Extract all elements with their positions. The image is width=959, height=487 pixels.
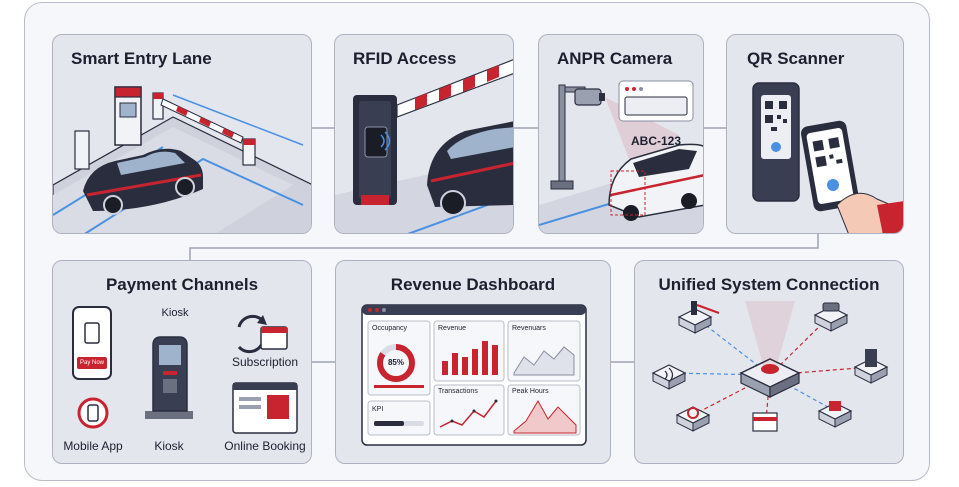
panel-payment-channels: Payment Channels [52, 260, 312, 464]
panel-qr-scanner: QR Scanner [726, 34, 904, 234]
subscription-icon [237, 314, 288, 354]
card-node-icon [752, 412, 778, 432]
camera-node-icon [813, 302, 849, 332]
panel-title: Smart Entry Lane [71, 49, 212, 68]
card-occupancy-title: Occupancy [372, 325, 408, 332]
panel-anpr-camera: ANPR Camera [538, 34, 704, 234]
panel-title: Unified System Connection [658, 275, 880, 294]
subscription-label: Subscription [231, 355, 299, 369]
kiosk-label: Kiosk [154, 439, 184, 453]
panel-title: Payment Channels [105, 275, 259, 294]
license-plate-text: ABC-123 [630, 134, 681, 148]
car-icon [608, 143, 703, 221]
panel-unified-system-connection: Unified System Connection [634, 260, 904, 464]
barrier-node-icon [677, 301, 720, 334]
revenue-bars [442, 341, 498, 375]
pay-now-button[interactable]: Pay Now [79, 360, 104, 366]
qr-kiosk-icon [752, 82, 800, 202]
panel-smart-entry-lane: Smart Entry Lane [52, 34, 312, 234]
kiosk-icon [145, 336, 193, 419]
rfid-node-icon [651, 364, 687, 390]
panel-title: Revenue Dashboard [390, 275, 556, 294]
online-booking-icon [232, 382, 298, 434]
transactions-line [439, 400, 497, 428]
plate-popup [618, 80, 694, 122]
revenuars-area [513, 346, 575, 376]
smart-entry-illustration [53, 86, 311, 233]
smartphone-icon [800, 120, 860, 212]
grid-node-icon [817, 401, 853, 428]
qr-illustration [752, 82, 903, 233]
online-booking-label: Online Booking [224, 439, 306, 453]
central-hub-icon [739, 301, 801, 398]
payment-illustration [72, 306, 298, 434]
card-kpi-title: KPI [372, 406, 384, 413]
sync-node-icon [675, 406, 711, 432]
card-revenue-title: Revenue [438, 325, 467, 332]
kiosk-node-icon [853, 349, 889, 384]
panel-rfid-access: RFID Access [334, 34, 514, 234]
panel-title: QR Scanner [747, 49, 845, 68]
panel-title: RFID Access [353, 49, 457, 68]
car-icon [83, 148, 203, 215]
card-transactions-title: Transactions [438, 388, 478, 395]
car-icon [427, 121, 513, 216]
panel-title: ANPR Camera [557, 49, 673, 68]
peak-hours-area [513, 400, 577, 434]
panel-revenue-dashboard: Revenue Dashboard [335, 260, 611, 464]
card-peak-hours-title: Peak Hours [512, 388, 549, 395]
kiosk-top-label: Kiosk [161, 307, 189, 319]
dashboard-illustration [361, 304, 587, 446]
occupancy-donut [377, 344, 415, 382]
mobile-app-icon [72, 306, 112, 429]
rfid-reader-icon [353, 95, 397, 205]
mobile-app-label: Mobile App [63, 439, 123, 453]
card-occupancy-value: 85% [387, 358, 404, 367]
unified-illustration [651, 301, 889, 432]
rfid-illustration [335, 59, 513, 233]
card-revenuars-title: Revenuars [512, 325, 546, 332]
camera-icon [574, 88, 605, 106]
anpr-illustration [539, 80, 703, 233]
